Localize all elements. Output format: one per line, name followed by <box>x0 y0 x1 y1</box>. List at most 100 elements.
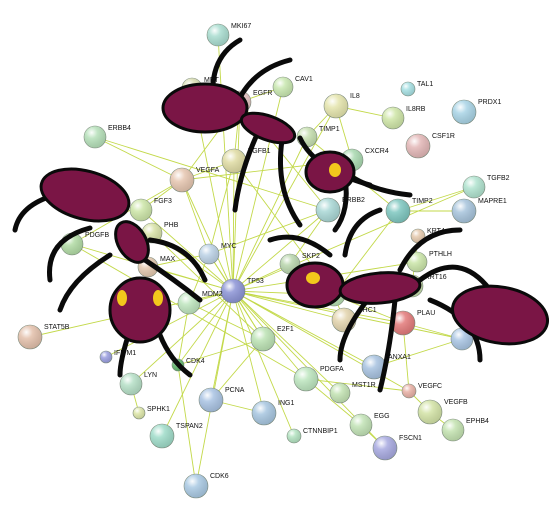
node-gloss <box>316 198 340 222</box>
edge-tp53-shc1 <box>232 290 345 321</box>
edge-cdk4-cdk6 <box>177 364 197 487</box>
node-cdk6[interactable]: CDK6 <box>183 473 229 499</box>
node-erbb2[interactable]: ERBB2 <box>315 197 365 223</box>
node-anxa1[interactable]: ANXA1 <box>361 354 411 380</box>
edge-phb-e2f1 <box>151 232 264 340</box>
node-plau[interactable]: PLAU <box>390 310 435 336</box>
node-gloss <box>294 367 318 391</box>
node-stat5b[interactable]: STAT5B <box>17 324 70 350</box>
node-e2f1[interactable]: E2F1 <box>250 326 294 352</box>
node-label: CDK6 <box>210 473 229 480</box>
node-gloss <box>199 244 219 264</box>
node-vegfc[interactable]: VEGFC <box>401 383 442 399</box>
node-label: MKI67 <box>231 23 251 30</box>
node-gloss <box>382 107 404 129</box>
node-il8[interactable]: IL8 <box>323 93 360 119</box>
ant-right-eye <box>306 272 320 284</box>
ant-left <box>12 167 208 378</box>
node-tgfb2[interactable]: TGFB2 <box>462 175 510 199</box>
node-label: PDGFA <box>320 366 344 373</box>
node-label: FSCN1 <box>399 435 422 442</box>
edge-mst1r-tp53 <box>232 290 341 394</box>
ant-left-eye-2 <box>153 290 163 306</box>
node-tal1[interactable]: TAL1 <box>400 81 433 97</box>
node-cav1[interactable]: CAV1 <box>272 76 313 98</box>
edge-e2f1-pcna <box>210 338 264 401</box>
edge-tgfb1-tp53 <box>232 160 235 292</box>
edge-tgfb1-myc <box>208 160 235 255</box>
node-gloss <box>406 134 430 158</box>
node-label: EGFR <box>253 90 272 97</box>
node-label: IL8RB <box>406 106 426 113</box>
node-ing1[interactable]: ING1 <box>251 400 294 426</box>
node-gloss <box>84 126 106 148</box>
node-label: E2F1 <box>277 326 294 333</box>
node-label: VEGFB <box>444 399 468 406</box>
node-prdx1[interactable]: PRDX1 <box>451 99 501 125</box>
node-gloss <box>120 373 142 395</box>
node-label: MDM2 <box>202 291 223 298</box>
ant-right-head <box>285 261 345 309</box>
node-timp2[interactable]: TIMP2 <box>385 198 433 224</box>
node-fscn1[interactable]: FSCN1 <box>372 435 422 461</box>
node-tp53[interactable]: TP53 <box>220 278 264 304</box>
node-gloss <box>442 419 464 441</box>
node-ctnnbip1[interactable]: CTNNBIP1 <box>286 428 338 444</box>
node-label: SPHK1 <box>147 406 170 413</box>
edge-tgfb2-timp2 <box>397 186 475 212</box>
edge-erbb4-erbb2 <box>94 136 329 211</box>
node-gloss <box>100 351 112 363</box>
node-vegfa[interactable]: VEGFA <box>169 167 220 193</box>
node-gloss <box>324 94 348 118</box>
node-lyn[interactable]: LYN <box>119 372 157 396</box>
edge-timp1-tp53 <box>232 136 308 292</box>
node-egg[interactable]: EGG <box>349 413 390 437</box>
edge-mdm2-e2f1 <box>188 302 264 340</box>
node-pcna[interactable]: PCNA <box>198 387 245 413</box>
ant-top-abdomen <box>161 82 249 134</box>
node-gloss <box>273 77 293 97</box>
node-mki67[interactable]: MKI67 <box>206 23 251 47</box>
node-gloss <box>463 176 485 198</box>
node-label: LYN <box>144 372 157 379</box>
node-gloss <box>418 400 442 424</box>
node-mdm2[interactable]: MDM2 <box>177 291 223 315</box>
node-ephb4[interactable]: EPHB4 <box>441 418 489 442</box>
edge-erbb2-tp53 <box>232 209 329 292</box>
node-label: TIMP1 <box>319 126 340 133</box>
node-ifitm1[interactable]: IFITM1 <box>99 350 136 364</box>
node-erbb4[interactable]: ERBB4 <box>83 125 131 149</box>
node-gloss <box>133 407 145 419</box>
node-label: PHB <box>164 222 179 229</box>
node-mst1r[interactable]: MST1R <box>329 382 376 404</box>
ant-top <box>161 37 413 233</box>
node-label: EGG <box>374 413 390 420</box>
node-label: KRT4 <box>427 228 445 235</box>
node-mapre1[interactable]: MAPRE1 <box>451 198 507 224</box>
node-label: TIMP2 <box>412 198 433 205</box>
node-vegfb[interactable]: VEGFB <box>417 399 468 425</box>
node-sphk1[interactable]: SPHK1 <box>132 406 170 420</box>
node-label: KRT16 <box>425 274 447 281</box>
node-gloss <box>402 384 416 398</box>
node-fgf3[interactable]: FGF3 <box>129 198 172 222</box>
node-il8rb[interactable]: IL8RB <box>381 106 426 130</box>
node-tgfb1[interactable]: TGFB1 <box>221 148 271 174</box>
node-gloss <box>18 325 42 349</box>
node-label: TSPAN2 <box>176 423 203 430</box>
node-gloss <box>350 414 372 436</box>
node-label: TGFB2 <box>487 175 510 182</box>
node-csf1r[interactable]: CSF1R <box>405 133 455 159</box>
node-label: EPHB4 <box>466 418 489 425</box>
node-label: MAPRE1 <box>478 198 507 205</box>
node-pthlh[interactable]: PTHLH <box>406 251 452 273</box>
ant-left-head <box>108 276 172 344</box>
node-myc[interactable]: MYC <box>198 243 237 265</box>
node-label: TP53 <box>247 278 264 285</box>
ant-left-eye-1 <box>117 290 127 306</box>
node-pdgfa[interactable]: PDGFA <box>293 366 344 392</box>
node-tspan2[interactable]: TSPAN2 <box>149 423 203 449</box>
edge-timp2-fn1 <box>333 210 399 296</box>
edge-tgfb2-tp53 <box>232 186 475 292</box>
